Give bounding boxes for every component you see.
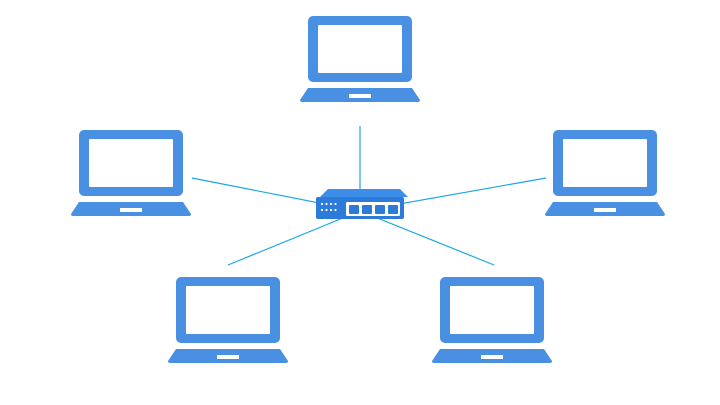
laptop-top-laptop-icon xyxy=(300,16,420,102)
laptop-screen xyxy=(89,139,173,187)
link-hub-to-laptop-bottom-right xyxy=(359,210,495,266)
laptop-right-laptop-icon xyxy=(545,130,665,216)
switch-led xyxy=(320,202,324,206)
switch-ethernet-port xyxy=(349,205,359,214)
switch-ethernet-port xyxy=(362,205,372,214)
switch-led xyxy=(329,208,333,212)
laptop-screen xyxy=(563,139,647,187)
laptop-bottom-left-laptop-icon xyxy=(168,277,288,363)
nodes-layer xyxy=(71,16,665,363)
switch-led xyxy=(334,208,337,212)
switch-port-bay xyxy=(346,202,400,216)
laptop-touchpad xyxy=(217,355,239,359)
switch-leds xyxy=(320,202,337,212)
laptop-screen xyxy=(186,286,270,334)
switch-led xyxy=(329,202,333,206)
switch-led xyxy=(334,202,337,206)
laptop-bottom-right-laptop-icon xyxy=(432,277,552,363)
switch-led xyxy=(320,208,324,212)
switch-ethernet-port xyxy=(375,205,385,214)
laptop-screen xyxy=(318,25,402,73)
laptop-touchpad xyxy=(120,208,142,212)
laptop-screen xyxy=(450,286,534,334)
switch-led xyxy=(325,202,328,206)
laptop-left-laptop-icon xyxy=(71,130,191,216)
network-switch-icon xyxy=(316,189,408,219)
laptop-touchpad xyxy=(594,208,616,212)
hub-layer xyxy=(316,189,408,219)
switch-top-face xyxy=(320,189,408,197)
laptop-touchpad xyxy=(349,94,371,98)
switch-ethernet-port xyxy=(388,205,398,214)
switch-led xyxy=(325,208,328,212)
laptop-touchpad xyxy=(481,355,503,359)
link-hub-to-laptop-bottom-left xyxy=(227,210,361,266)
